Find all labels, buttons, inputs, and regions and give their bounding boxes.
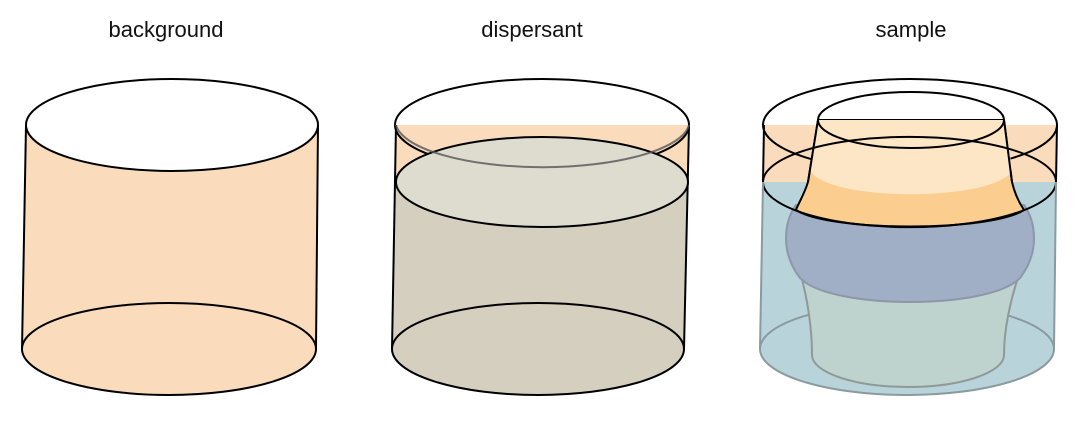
- panel-background: background: [21, 17, 319, 396]
- panel-label-dispersant: dispersant: [481, 17, 583, 42]
- panel-label-background: background: [109, 17, 224, 42]
- dispersant-liquid-body: [392, 182, 688, 395]
- sample-particle-top: [817, 91, 1005, 149]
- sample-liquid-surface-back: [762, 135, 1057, 183]
- panel-label-sample: sample: [876, 17, 947, 42]
- background-cylinder-top: [25, 78, 319, 172]
- sample-particle-lower: [798, 271, 1022, 388]
- sample-liquid-surface-front: [762, 181, 1057, 229]
- panel-sample: sample: [759, 17, 1058, 396]
- panel-dispersant: dispersant: [391, 17, 690, 396]
- background-cylinder-sides: [21, 124, 319, 350]
- dispersant-container-sides: [391, 124, 690, 350]
- sample-particle-band: [785, 204, 1035, 303]
- sample-particle-outline-top: [807, 119, 1013, 183]
- sample-particle-light-band: [810, 120, 1012, 195]
- dispersant-liquid-surface: [395, 136, 689, 228]
- dispersant-back-rim-line: [395, 124, 690, 169]
- sample-container-sides-lower: [759, 181, 1057, 350]
- background-cylinder-body: [22, 125, 318, 396]
- sample-container-sides: [762, 124, 1058, 183]
